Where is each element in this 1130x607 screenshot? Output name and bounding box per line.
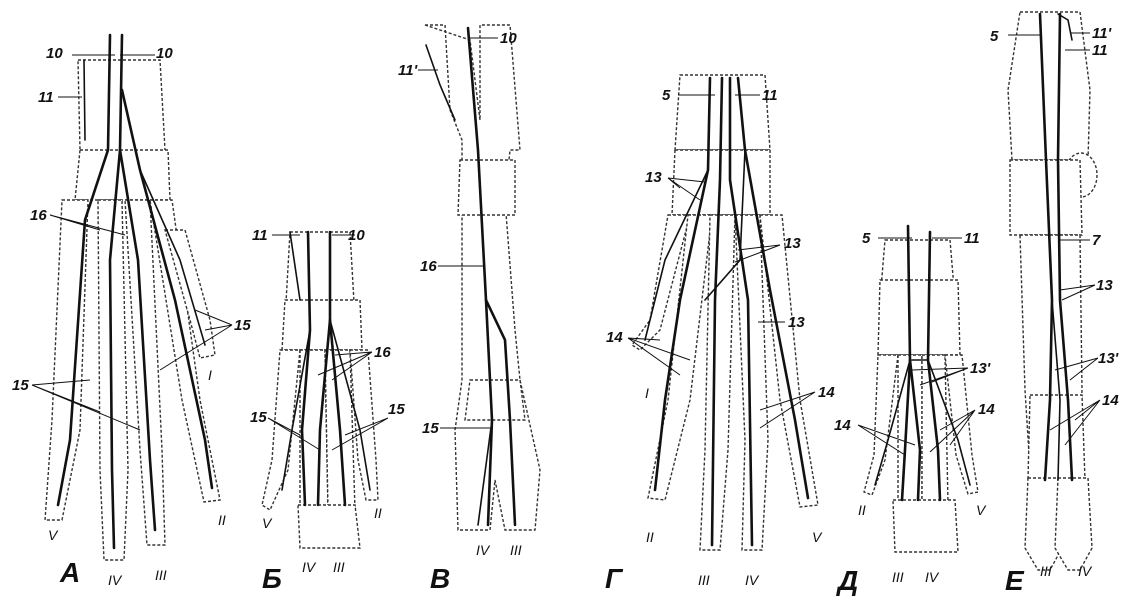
panel-g-label-13-top: 13: [645, 169, 662, 186]
panel-v-label-10: 10: [500, 30, 517, 47]
panel-d-digit-label-iv: IV: [925, 569, 940, 585]
panel-e-letter: Е: [1005, 565, 1025, 596]
panel-a-vessel: [84, 60, 85, 140]
panel-b-digit-label-iii: III: [333, 559, 345, 575]
panel-b-digit-label-ii: II: [374, 505, 382, 521]
panel-d-digit-label-v: V: [976, 502, 987, 518]
panel-a-label-15-right: 15: [234, 317, 251, 334]
panel-b-digit-label-iv: IV: [302, 559, 317, 575]
panel-b-label-15-right: 15: [388, 401, 405, 418]
panel-b-label-15-left: 15: [250, 409, 267, 426]
panel-g-label-13-mid: 13: [784, 235, 801, 252]
panel-g-label-5: 5: [662, 87, 671, 104]
panel-g-label-14-left: 14: [606, 329, 623, 346]
panel-d: 5 11 13' 14 14 II III IV V Д: [834, 226, 995, 596]
panel-b-letter: Б: [262, 563, 282, 594]
panel-g-digit-label-v: V: [812, 529, 823, 545]
panel-v-label-11-prime: 11': [398, 62, 418, 79]
panel-e-digit-label-iii: III: [1040, 563, 1052, 579]
panel-e-label-13-prime: 13': [1098, 350, 1119, 367]
panel-v-digit-label-iv: IV: [476, 542, 491, 558]
panel-e-label-11-prime: 11': [1092, 25, 1112, 42]
panel-e-label-14: 14: [1102, 392, 1119, 409]
panel-a-digit-v: [45, 200, 88, 520]
panel-d-label-14-left: 14: [834, 417, 851, 434]
panel-e-forearm: [1008, 12, 1090, 160]
panel-a-letter: А: [59, 557, 80, 588]
panel-e-label-13: 13: [1096, 277, 1113, 294]
panel-g-digit-label-i: I: [645, 385, 649, 401]
panel-e-label-7: 7: [1092, 232, 1101, 249]
panel-e-label-5: 5: [990, 28, 999, 45]
panel-a-label-15-left: 15: [12, 377, 29, 394]
panel-e-digit-label-iv: IV: [1078, 563, 1093, 579]
panel-e-fetlock: [1028, 395, 1085, 480]
panel-a-label-10-left: 10: [46, 45, 63, 62]
panel-e: 5 11' 11 7 13 13' 14 III IV Е: [990, 12, 1119, 596]
panel-d-label-13-prime: 13': [970, 360, 991, 377]
panel-d-hoof: [893, 500, 958, 552]
panel-v-letter: В: [430, 563, 450, 594]
panel-g-label-13-low: 13: [788, 314, 805, 331]
panel-v-carpus: [458, 160, 515, 215]
panel-d-label-5: 5: [862, 230, 871, 247]
panel-g-label-11: 11: [762, 87, 778, 104]
panel-a-label-11: 11: [38, 89, 54, 106]
panel-d-digit-label-iii: III: [892, 569, 904, 585]
panel-d-label-11: 11: [964, 230, 980, 247]
panel-b-label-10: 10: [348, 227, 365, 244]
panel-e-digit-iv: [1055, 478, 1092, 570]
panel-a-digit-label-iii: III: [155, 567, 167, 583]
panel-g-letter: Г: [605, 563, 624, 594]
panel-v-digit-label-iii: III: [510, 542, 522, 558]
panel-b-label-11: 11: [252, 227, 268, 244]
panel-a-digit-label-ii: II: [218, 512, 226, 528]
panel-e-label-11: 11: [1092, 42, 1108, 59]
panel-g: 5 11 13 13 13 14 14 I II III IV V Г: [605, 75, 835, 594]
panel-v-fetlock: [465, 380, 525, 420]
panel-a: 10 10 11 16 15 15 V IV III II I А: [12, 35, 251, 588]
panel-d-digit-label-ii: II: [858, 502, 866, 518]
panel-a-digit-label-iv: IV: [108, 572, 123, 588]
panel-a-label-10-right: 10: [156, 45, 173, 62]
panel-v-label-15: 15: [422, 420, 439, 437]
panel-g-digit-label-iv: IV: [745, 572, 760, 588]
panel-v-limb: [425, 25, 540, 530]
panel-a-label-16: 16: [30, 207, 47, 224]
panel-b-label-16: 16: [374, 344, 391, 361]
panel-g-label-14-right: 14: [818, 384, 835, 401]
panel-g-digit-v: [760, 215, 818, 507]
panel-b-digit-label-v: V: [262, 515, 273, 531]
panel-d-letter: Д: [836, 565, 858, 596]
panel-b-digit-v: [262, 350, 300, 510]
panel-g-digit-label-ii: II: [646, 529, 654, 545]
panel-a-digit-label-i: I: [208, 367, 212, 383]
panel-b: 11 10 16 15 15 V IV III II Б: [250, 227, 405, 594]
panel-d-carpus: [878, 280, 960, 355]
panel-d-label-14-right: 14: [978, 401, 995, 418]
panel-v-label-16: 16: [420, 258, 437, 275]
panel-b-hoof: [298, 505, 360, 548]
panel-a-digit-label-v: V: [48, 527, 59, 543]
panel-b-carpus: [282, 300, 362, 350]
panel-v: 10 11' 16 15 IV III В: [398, 25, 540, 594]
panel-g-digit-label-iii: III: [698, 572, 710, 588]
